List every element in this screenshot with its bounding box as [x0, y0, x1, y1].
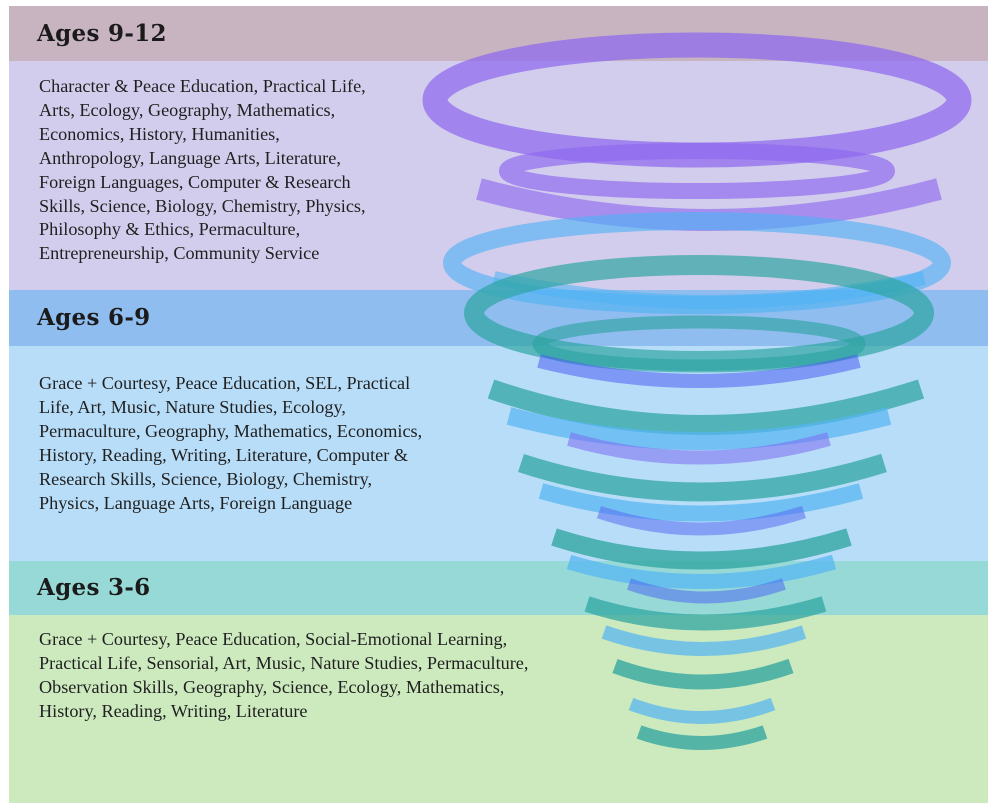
- subject-line: History, Reading, Writing, Literature: [39, 700, 308, 721]
- band-ages-6-9-header: [9, 290, 988, 346]
- heading-ages-3-6: Ages 3-6: [37, 574, 151, 601]
- subject-line: Grace + Courtesy, Peace Education, SEL, …: [39, 373, 411, 393]
- subject-line: Physics, Language Arts, Foreign Language: [39, 492, 353, 513]
- subject-line: Life, Art, Music, Nature Studies, Ecolog…: [39, 396, 346, 417]
- heading-ages-6-9: Ages 6-9: [37, 304, 151, 331]
- subject-line: Economics, History, Humanities,: [39, 123, 280, 144]
- subject-line: Anthropology, Language Arts, Literature,: [39, 147, 341, 168]
- subject-line: Practical Life, Sensorial, Art, Music, N…: [39, 652, 529, 673]
- subject-line: Character & Peace Education, Practical L…: [39, 76, 366, 96]
- band-ages-3-6-body: [9, 615, 988, 803]
- subject-line: Skills, Science, Biology, Chemistry, Phy…: [39, 195, 366, 216]
- subjects-ages-9-12: Character & Peace Education, Practical L…: [39, 75, 366, 266]
- subject-line: Permaculture, Geography, Mathematics, Ec…: [39, 420, 423, 441]
- band-ages-3-6-header: [9, 561, 988, 615]
- subject-line: Philosophy & Ethics, Permaculture,: [39, 219, 301, 240]
- subjects-ages-6-9: Grace + Courtesy, Peace Education, SEL, …: [39, 372, 422, 515]
- subjects-ages-3-6: Grace + Courtesy, Peace Education, Socia…: [39, 628, 528, 724]
- subject-line: Observation Skills, Geography, Science, …: [39, 676, 505, 697]
- curriculum-diagram: Ages 9-12 Ages 6-9 Ages 3-6 Character & …: [9, 6, 988, 803]
- subject-line: Entrepreneurship, Community Service: [39, 243, 320, 264]
- subject-line: Grace + Courtesy, Peace Education, Socia…: [39, 629, 508, 649]
- subject-line: History, Reading, Writing, Literature, C…: [39, 444, 409, 465]
- subject-line: Foreign Languages, Computer & Research: [39, 171, 351, 192]
- subject-line: Arts, Ecology, Geography, Mathematics,: [39, 99, 336, 120]
- subject-line: Research Skills, Science, Biology, Chemi…: [39, 468, 373, 489]
- heading-ages-9-12: Ages 9-12: [37, 20, 167, 47]
